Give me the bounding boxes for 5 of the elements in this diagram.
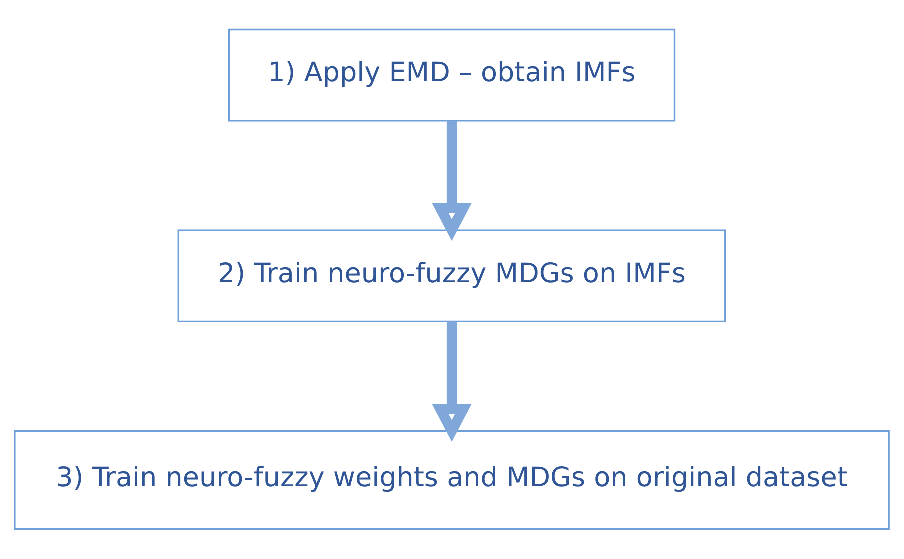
arrow [432, 121, 472, 242]
arrow [432, 322, 472, 442]
node-box: 2) Train neuro-fuzzy MDGs on IMFs [178, 230, 726, 323]
node-box: 3) Train neuro-fuzzy weights and MDGs on original dataset [14, 430, 890, 530]
node-box: 1) Apply EMD – obtain IMFs [228, 28, 676, 122]
